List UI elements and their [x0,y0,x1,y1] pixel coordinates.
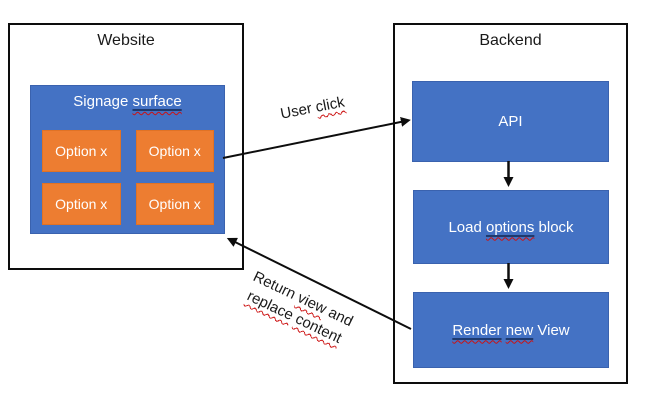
render-view-node: Render new View [413,292,609,368]
option-label: Option x [148,196,201,212]
load-options-node: Load options block [413,190,609,264]
api-node: API [412,81,609,162]
load-suffix: block [534,218,574,236]
backend-title: Backend [479,32,542,49]
option-box-2: Option x [135,130,214,172]
options-grid: Option x Option x Option x Option x [42,130,214,225]
website-title: Website [97,32,155,49]
option-label: Option x [55,143,108,159]
website-container: Website Signage surface Option x Option … [8,23,244,270]
option-box-3: Option x [42,183,121,225]
signage-surface-box: Signage surface Option x Option x Option… [30,85,225,234]
misspelled-word-options: options [485,218,535,236]
user-click-prefix: User [279,99,318,123]
render-suffix: View [533,321,570,339]
backend-container: Backend API Load options block Render ne… [393,23,628,384]
arrow-user-click [222,116,411,159]
option-label: Option x [55,196,108,212]
misspelled-word-render: Render [452,321,502,339]
load-options-label: Load options block [448,219,573,236]
render-view-label: Render new View [452,322,569,339]
option-label: Option x [148,143,201,159]
misspelled-word-new: new [505,321,534,339]
signage-title: Signage surface [31,93,224,110]
user-click-label: User click [279,94,346,123]
option-box-1: Option x [42,130,121,172]
option-box-4: Option x [135,183,214,225]
return-view-label: Return view and replace content [226,260,371,357]
load-prefix: Load [448,218,486,236]
signage-title-text: Signage [73,93,133,110]
misspelled-word-click: click [314,93,347,116]
misspelled-word-surface: surface [132,93,182,110]
api-label: API [498,113,523,130]
